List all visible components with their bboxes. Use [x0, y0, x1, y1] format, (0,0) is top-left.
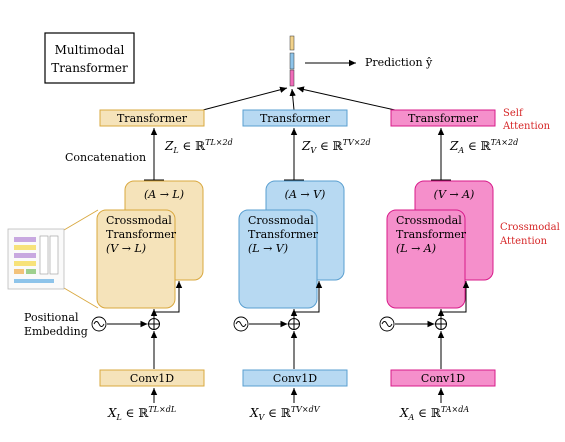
transformer-box-A: Transformer — [390, 109, 496, 127]
inset-block — [14, 245, 36, 250]
front-card-line2: Transformer — [396, 228, 467, 241]
inset-block — [14, 261, 36, 266]
prediction-segment-A — [289, 69, 295, 87]
inset-block — [14, 237, 36, 242]
self-attention-line1: Self — [503, 108, 524, 119]
prediction-label: Prediction ŷ — [365, 56, 433, 69]
arrow-transformer-L-to-prediction — [202, 86, 288, 111]
zoom-inset — [7, 209, 99, 309]
front-card-V — [238, 209, 318, 309]
inset-block — [26, 269, 36, 274]
transformer-rect — [99, 109, 205, 127]
prediction-bar — [289, 35, 295, 87]
transformer-box-V: Transformer — [242, 109, 348, 127]
front-card-line1: Crossmodal — [396, 214, 462, 227]
conv1d-label: Conv1D — [130, 372, 174, 385]
arrow-transformer-A-to-prediction — [296, 86, 396, 111]
conv1d-box-A: Conv1D — [390, 369, 496, 387]
z-label-A: ZA ∈ ℝTA×2d — [449, 138, 518, 155]
front-card-line3: (V → L) — [106, 242, 146, 255]
sine-wave-icon — [233, 316, 249, 332]
back-card-label: (A → L) — [144, 188, 184, 201]
crossmodal-attention-line2: Attention — [499, 236, 548, 247]
transformer-label: Transformer — [408, 112, 479, 125]
self-attention-line2: Attention — [502, 121, 551, 132]
transformer-box-L: Transformer — [99, 109, 205, 127]
front-card-line2: Transformer — [248, 228, 319, 241]
concatenation-label: Concatenation — [65, 151, 146, 164]
conv1d-rect — [99, 369, 205, 387]
back-card-label: (A → V) — [285, 188, 326, 201]
inset-block — [14, 279, 54, 283]
back-card-label: (V → A) — [434, 188, 475, 201]
x-label-V: XV ∈ ℝTV×dV — [249, 405, 321, 422]
z-label-L: ZL ∈ ℝTL×2d — [164, 138, 233, 155]
transformer-label: Transformer — [117, 112, 188, 125]
title-line2: Transformer — [51, 61, 128, 75]
z-label-V: ZV ∈ ℝTV×2d — [301, 138, 371, 155]
front-card-L — [96, 209, 176, 309]
x-label-L: XL ∈ ℝTL×dL — [107, 405, 176, 422]
sine-wave-icon — [379, 316, 395, 332]
conv1d-rect — [242, 369, 348, 387]
transformer-label: Transformer — [260, 112, 331, 125]
transformer-rect — [390, 109, 496, 127]
inset-block — [14, 253, 36, 258]
zoom-line-bottom — [63, 287, 99, 309]
conv1d-box-V: Conv1D — [242, 369, 348, 387]
conv1d-rect — [390, 369, 496, 387]
title-line1: Multimodal — [55, 43, 125, 57]
front-card-A — [386, 209, 466, 309]
front-card-line3: (L → A) — [396, 242, 436, 255]
sine-wave-icon — [91, 316, 107, 332]
zoom-line-top — [63, 209, 99, 231]
crossmodal-attention-line1: Crossmodal — [500, 222, 560, 233]
arrow-transformer-V-to-prediction — [289, 88, 296, 111]
front-card-line3: (L → V) — [248, 242, 288, 255]
front-card-line2: Transformer — [106, 228, 177, 241]
positional-embedding-line2: Embedding — [24, 325, 88, 338]
conv1d-box-L: Conv1D — [99, 369, 205, 387]
title-box: Multimodal Transformer — [44, 32, 135, 84]
prediction-segment-L — [289, 35, 295, 51]
positional-embedding-line1: Positional — [24, 311, 79, 324]
inset-block — [14, 269, 24, 274]
front-card-line1: Crossmodal — [106, 214, 172, 227]
conv1d-label: Conv1D — [273, 372, 317, 385]
inset-block — [49, 235, 59, 275]
transformer-rect — [242, 109, 348, 127]
x-label-A: XA ∈ ℝTA×dA — [399, 405, 469, 422]
prediction-segment-V — [289, 52, 295, 70]
conv1d-label: Conv1D — [421, 372, 465, 385]
inset-block — [39, 235, 49, 275]
front-card-line1: Crossmodal — [248, 214, 314, 227]
